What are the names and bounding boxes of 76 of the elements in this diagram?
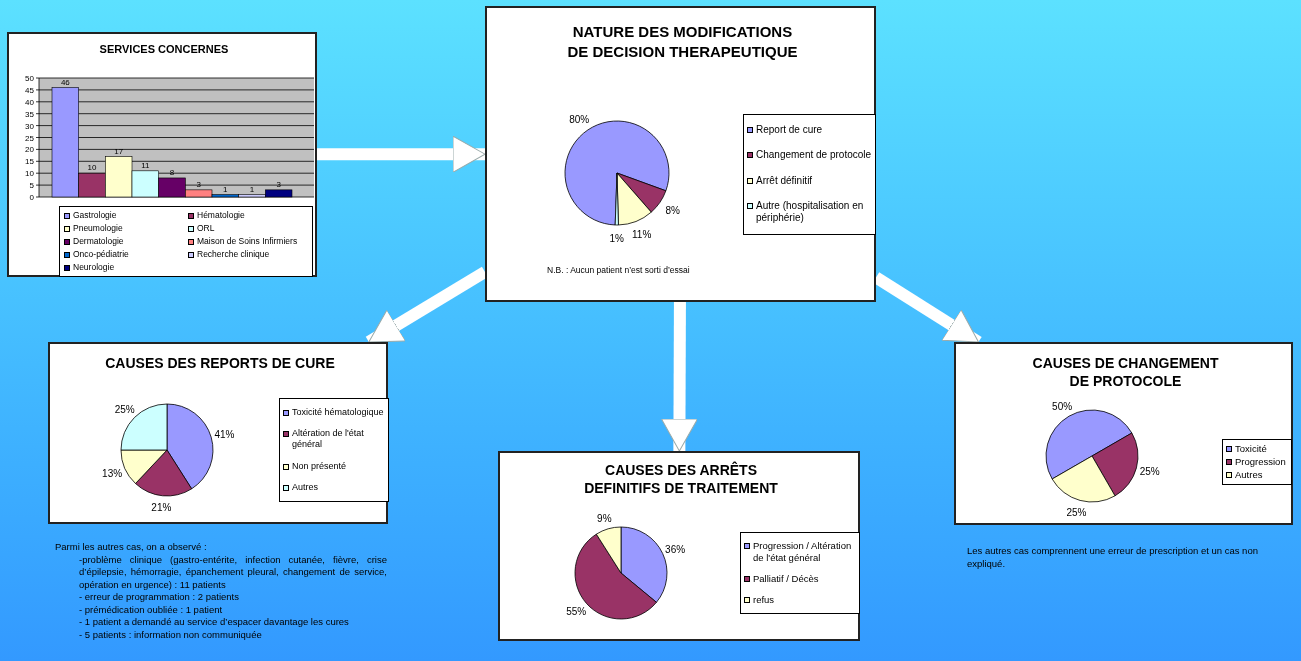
axis-tick-label: 5: [29, 181, 34, 191]
chart-panel: [498, 451, 860, 641]
data-label: 8%: [665, 204, 680, 216]
chart-panel: [485, 6, 876, 302]
data-label: 13%: [102, 467, 123, 479]
legend-text: Hématologie: [197, 210, 245, 221]
axis-tick-label: 15: [25, 157, 34, 167]
note-text: Les autres cas comprennent une erreur de prescription et un cas non expliqué.: [967, 545, 1259, 570]
legend-text: Altération de l'état général: [292, 428, 365, 451]
legend-text: Autre (hospitalisation en périphérie): [756, 199, 865, 225]
axis-tick-label: 45: [25, 85, 34, 95]
legend-text: Changement de protocole: [756, 149, 872, 162]
chart-title: SERVICES CONCERNES: [98, 42, 230, 57]
data-label: 25%: [114, 404, 135, 416]
arrow: [661, 301, 698, 452]
legend-text: Report de cure: [756, 124, 823, 137]
note-text: Parmi les autres cas, on a observé :: [55, 541, 208, 554]
legend-text: Non présenté: [292, 460, 347, 472]
axis-tick-label: 20: [25, 145, 34, 155]
axis-tick-label: 30: [25, 121, 34, 131]
legend-text: Pneumologie: [73, 223, 123, 234]
axis-tick-label: 35: [25, 109, 34, 119]
data-label: 3: [276, 179, 281, 189]
axis-tick-label: 10: [25, 169, 34, 179]
note-text: N.B. : Aucun patient n’est sorti d’essai: [547, 264, 690, 277]
note-text: -problème clinique (gastro-entérite, infection cutanée, fièvre, crise d’épilepsie, hémorragie, épanchement pleural, changement de service, opération en urgence) : 11 patients: [78, 553, 387, 591]
chart-panel: [7, 32, 317, 277]
legend-text: Arrêt définitif: [756, 174, 813, 188]
legend-text: Dermatologie: [73, 236, 124, 247]
data-label: 46: [60, 77, 70, 87]
data-label: 80%: [569, 114, 590, 126]
data-label: 8: [169, 167, 175, 177]
data-label: 1: [249, 184, 255, 194]
legend-text: Recherche clinique: [197, 249, 270, 260]
chart-title: CAUSES DES REPORTS DE CURE: [104, 354, 336, 373]
axis-tick-label: 50: [25, 74, 34, 83]
note-text: - prémédication oubliée : 1 patient: [78, 603, 224, 616]
data-label: 21%: [151, 502, 172, 514]
axis-tick-label: 40: [25, 97, 34, 107]
data-label: 25%: [1066, 506, 1087, 518]
legend-text: Gastrologie: [73, 210, 117, 221]
data-label: 1: [223, 184, 228, 194]
chart-title: CAUSES DE CHANGEMENT DE PROTOCOLE: [1031, 354, 1220, 391]
note-text: - 5 patients : information non communiquée: [78, 628, 263, 641]
legend-text: Palliatif / Décès: [753, 573, 819, 585]
note-text: - 1 patient a demandé au service d’espacer davantage les cures: [78, 616, 350, 629]
arrow: [317, 135, 486, 173]
legend-text: Toxicité: [1235, 443, 1267, 456]
legend-text: Maison de Soins Infirmiers: [197, 236, 298, 247]
axis-tick-label: 25: [25, 133, 34, 143]
chart-panel: [954, 342, 1293, 525]
data-label: 1%: [609, 233, 624, 244]
data-label: 25%: [1139, 465, 1160, 477]
legend-text: Autres: [1235, 468, 1263, 481]
data-label: 11%: [632, 228, 652, 240]
legend-text: Autres: [292, 481, 318, 494]
legend-text: Neurologie: [73, 262, 115, 273]
chart-title: CAUSES DES ARRÊTS DEFINITIFS DE TRAITEMENT: [583, 461, 779, 498]
chart-title: NATURE DES MODIFICATIONS DE DECISION THERAPEUTIQUE: [566, 22, 799, 61]
legend-text: ORL: [197, 223, 215, 234]
legend-text: Toxicité hématologique: [292, 406, 384, 419]
data-label: 10: [87, 163, 97, 173]
chart-panel: [48, 342, 388, 524]
legend-text: Onco-pédiatrie: [73, 249, 129, 260]
legend-text: refus: [753, 593, 775, 606]
data-label: 3: [196, 179, 201, 189]
axis-tick-label: 0: [29, 193, 34, 202]
legend-text: Progression: [1235, 456, 1286, 468]
data-label: 9%: [597, 512, 612, 524]
note-text: - erreur de programmation : 2 patients: [78, 591, 240, 604]
data-label: 36%: [665, 543, 686, 555]
data-label: 50%: [1052, 401, 1073, 413]
data-label: 41%: [214, 428, 235, 440]
data-label: 11: [141, 160, 150, 170]
data-label: 55%: [566, 606, 587, 618]
legend-text: Progression / Altération de l'état général: [753, 540, 853, 565]
